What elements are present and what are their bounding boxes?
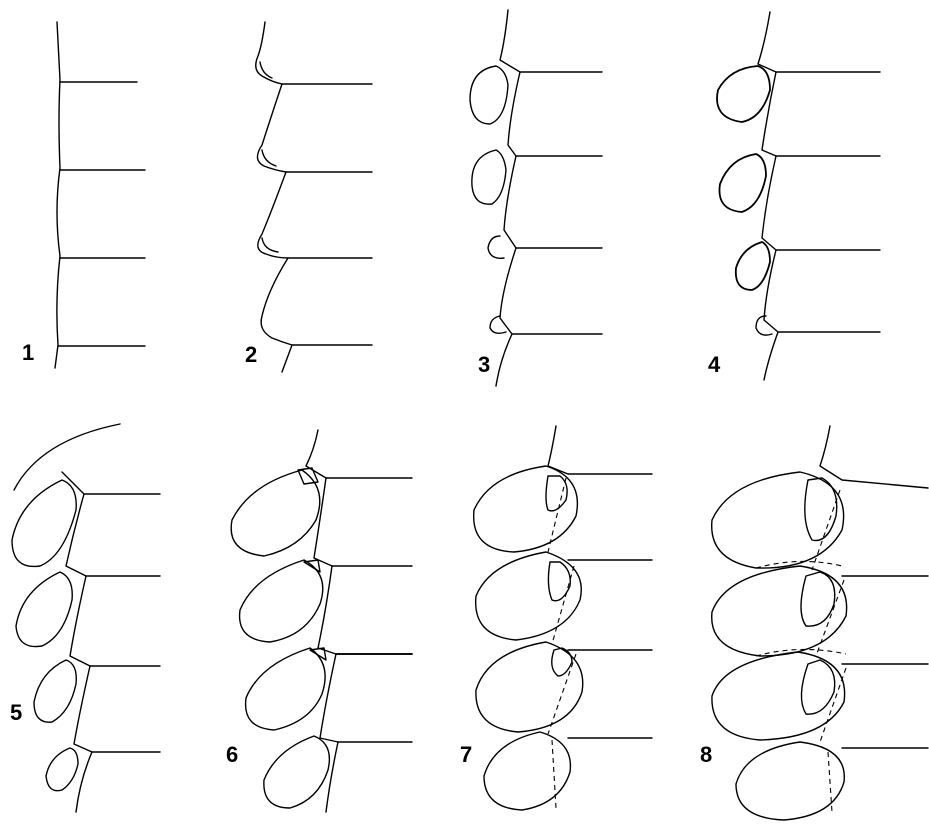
- stage-6-drawing: [230, 429, 413, 813]
- stage-2-drawing: [255, 21, 373, 373]
- stage-8-drawing: [711, 425, 929, 821]
- stage-4-drawing: [716, 11, 881, 381]
- stage-3-drawing: [469, 9, 603, 387]
- stage-6-label: 6: [226, 742, 238, 767]
- stage-5-label: 5: [10, 700, 22, 725]
- stage-8-label: 8: [700, 742, 712, 767]
- stage-3-label: 3: [478, 352, 490, 377]
- stage-2-label: 2: [245, 342, 257, 367]
- stage-7-drawing: [473, 425, 653, 811]
- stage-1-label: 1: [22, 340, 34, 365]
- stage-4-label: 4: [708, 352, 721, 377]
- stage-5-drawing: [11, 423, 161, 813]
- stage-1-drawing: [54, 21, 146, 369]
- stage-7-label: 7: [460, 742, 472, 767]
